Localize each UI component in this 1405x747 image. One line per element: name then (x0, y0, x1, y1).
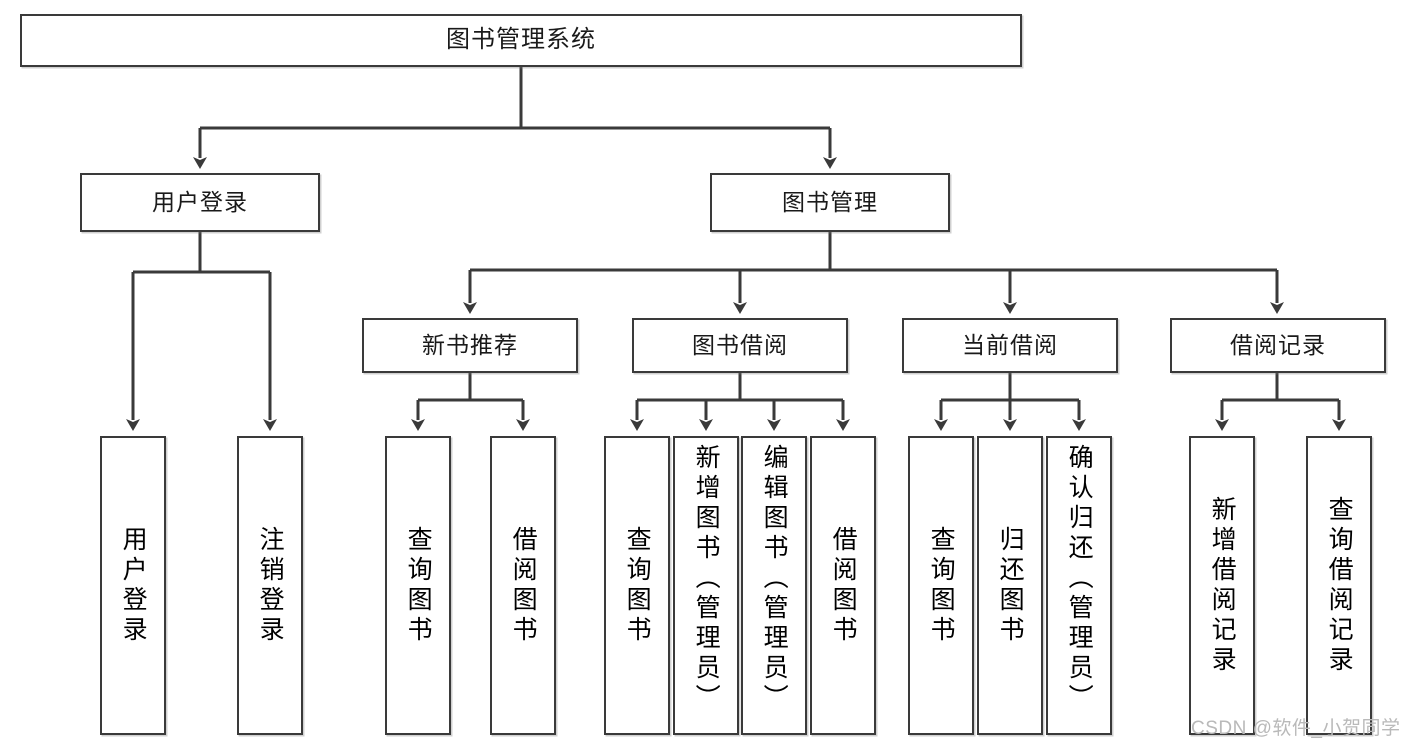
leaf-new-book-1[interactable]: 查询图书 (385, 436, 451, 735)
leaf-borrow-record-2[interactable]: 查询借阅记录 (1306, 436, 1372, 735)
leaf-current-borrow-1-label: 查询图书 (927, 525, 956, 646)
node-root-system[interactable]: 图书管理系统 (20, 14, 1022, 67)
leaf-user-login-2[interactable]: 注销登录 (237, 436, 303, 735)
leaf-new-book-2-label: 借阅图书 (509, 525, 538, 646)
leaf-user-login-1[interactable]: 用户登录 (100, 436, 166, 735)
leaf-book-borrow-3-label: 编辑图书（管理员） (760, 444, 789, 714)
leaf-book-borrow-1[interactable]: 查询图书 (604, 436, 670, 735)
leaf-book-borrow-2[interactable]: 新增图书（管理员） (673, 436, 739, 735)
node-current-borrow-label: 当前借阅 (962, 331, 1058, 358)
leaf-user-login-1-label: 用户登录 (119, 525, 148, 646)
leaf-book-borrow-3[interactable]: 编辑图书（管理员） (741, 436, 807, 735)
leaf-current-borrow-3-label: 确认归还（管理员） (1065, 444, 1094, 714)
node-user-login-label: 用户登录 (152, 188, 248, 215)
leaf-book-borrow-2-label: 新增图书（管理员） (692, 444, 721, 714)
node-new-book-recommend[interactable]: 新书推荐 (362, 318, 578, 373)
leaf-current-borrow-2[interactable]: 归还图书 (977, 436, 1043, 735)
leaf-borrow-record-2-label: 查询借阅记录 (1325, 495, 1354, 676)
leaf-current-borrow-2-label: 归还图书 (996, 525, 1025, 646)
node-book-manage[interactable]: 图书管理 (710, 173, 950, 232)
node-book-borrow-label: 图书借阅 (692, 331, 788, 358)
leaf-new-book-2[interactable]: 借阅图书 (490, 436, 556, 735)
node-current-borrow[interactable]: 当前借阅 (902, 318, 1118, 373)
node-root-label: 图书管理系统 (446, 26, 596, 54)
leaf-book-borrow-4[interactable]: 借阅图书 (810, 436, 876, 735)
node-book-manage-label: 图书管理 (782, 188, 878, 215)
leaf-borrow-record-1-label: 新增借阅记录 (1208, 495, 1237, 676)
node-borrow-record-label: 借阅记录 (1230, 331, 1326, 358)
leaf-current-borrow-1[interactable]: 查询图书 (908, 436, 974, 735)
leaf-current-borrow-3[interactable]: 确认归还（管理员） (1046, 436, 1112, 735)
node-book-borrow[interactable]: 图书借阅 (632, 318, 848, 373)
leaf-new-book-1-label: 查询图书 (404, 525, 433, 646)
leaf-borrow-record-1[interactable]: 新增借阅记录 (1189, 436, 1255, 735)
node-user-login[interactable]: 用户登录 (80, 173, 320, 232)
leaf-book-borrow-4-label: 借阅图书 (829, 525, 858, 646)
leaf-user-login-2-label: 注销登录 (256, 525, 285, 646)
node-borrow-record[interactable]: 借阅记录 (1170, 318, 1386, 373)
node-new-book-recommend-label: 新书推荐 (422, 331, 518, 358)
leaf-book-borrow-1-label: 查询图书 (623, 525, 652, 646)
csdn-watermark: CSDN @软件_小贺同学 (1191, 718, 1401, 739)
